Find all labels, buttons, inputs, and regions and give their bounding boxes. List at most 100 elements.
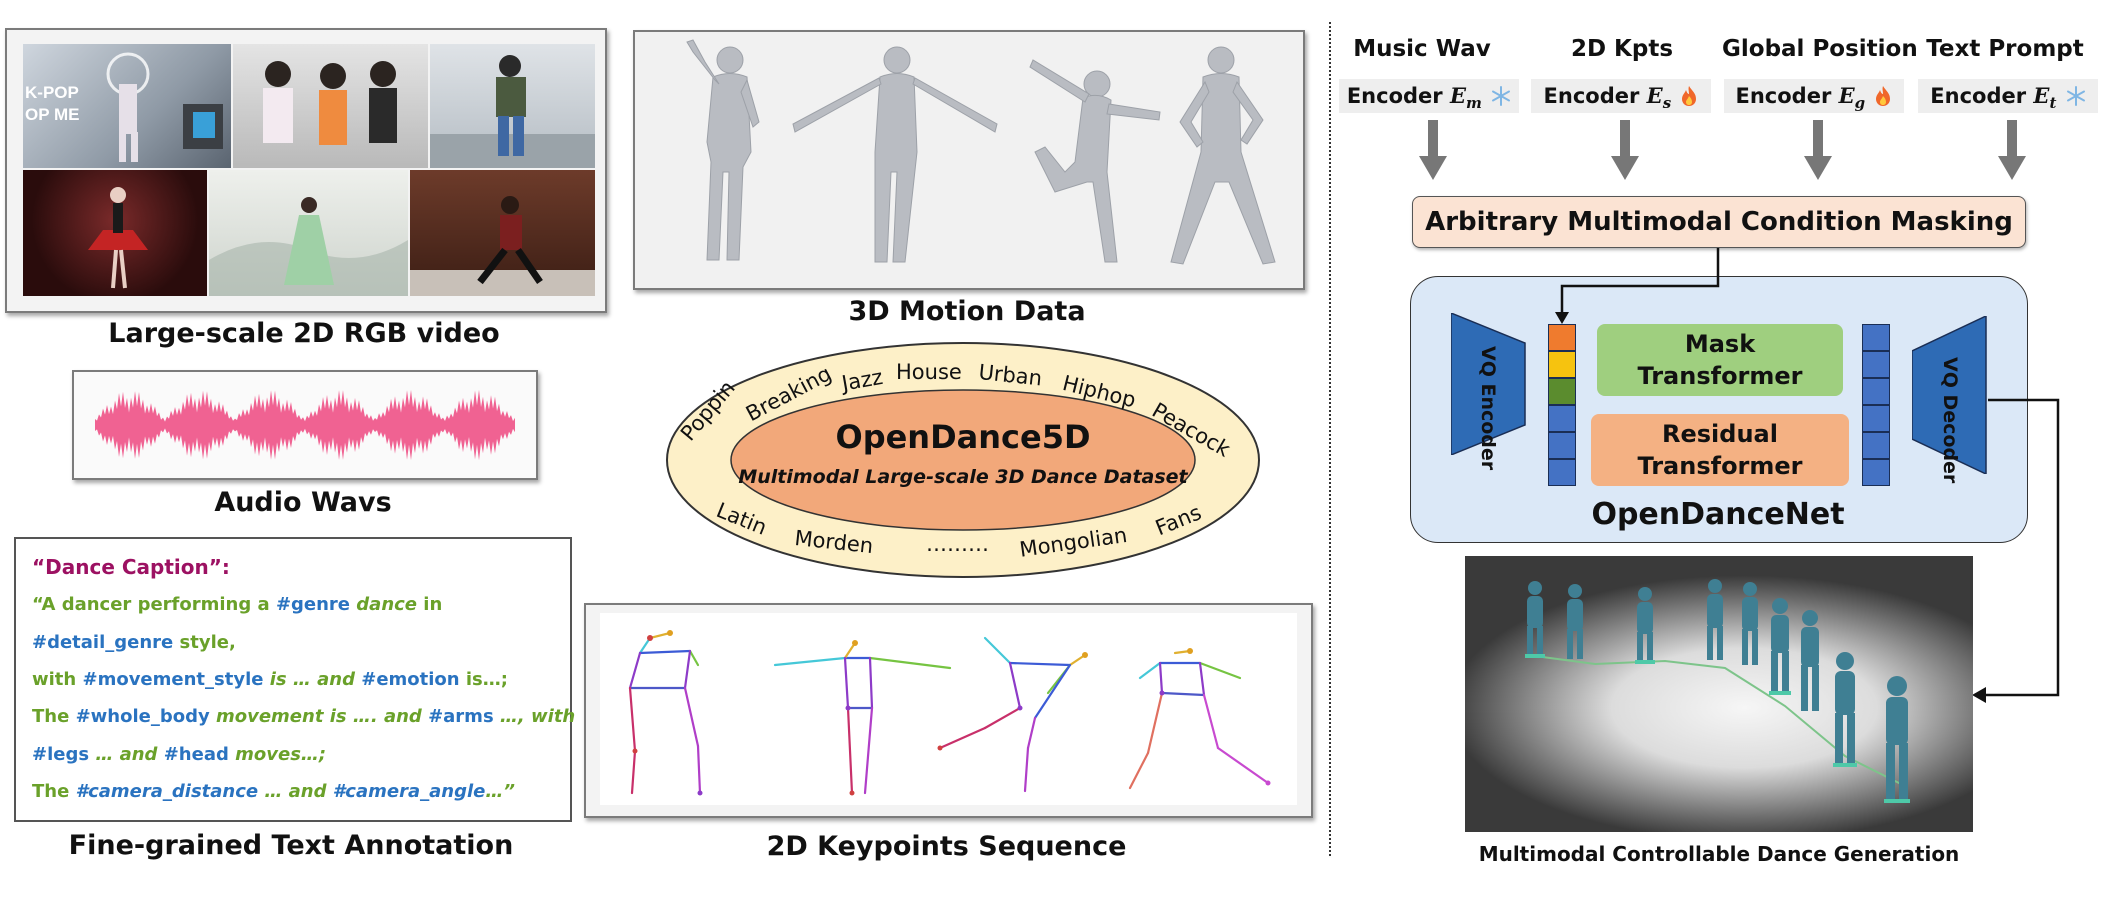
video-tile-kpop: K-POP OP ME: [23, 44, 231, 168]
video-caption: Large-scale 2D RGB video: [108, 318, 500, 349]
snowflake-icon: [1492, 86, 1511, 106]
keypoints-canvas: [600, 613, 1297, 805]
video-overlay-text: K-POP OP ME: [25, 83, 80, 124]
annotation-title: “Dance Caption”:: [32, 555, 230, 579]
annotation-line-1: “A dancer performing a #genre dance in: [32, 594, 442, 615]
video-collage: K-POP OP ME: [5, 28, 607, 313]
arrow-head-icon: [1972, 687, 1986, 703]
annotation-text: moves…;: [228, 744, 327, 765]
token-blue: [1862, 459, 1890, 486]
encoder-text: Encoder Et: [1918, 79, 2098, 113]
audio-waveform: [95, 389, 515, 461]
vq-encoder-shape: [1451, 313, 1526, 455]
annotation-tag: #head: [163, 744, 229, 765]
token-blue: [1862, 432, 1890, 459]
annotation-line-4: The #whole_body movement is …. and #arms…: [32, 706, 575, 727]
input-label-music: Music Wav: [1353, 36, 1491, 62]
annotation-text: … and: [258, 781, 333, 802]
annotation-tag: #detail_genre: [32, 632, 174, 653]
annotation-text: “A dancer performing a: [32, 594, 276, 615]
input-label-kpts: 2D Kpts: [1570, 36, 1674, 62]
annotation-line-5: #legs … and #head moves…;: [32, 744, 326, 765]
down-arrow-icon: [1611, 120, 1639, 180]
annotation-text: dance: [350, 594, 418, 615]
text-caption: Fine-grained Text Annotation: [68, 830, 514, 861]
encoder-music: Encoder Em: [1339, 79, 1519, 113]
section-divider: [1329, 22, 1331, 856]
condition-masking-box: Arbitrary Multimodal Condition Masking: [1412, 196, 2026, 248]
flow-connectors: [1555, 248, 2060, 703]
snowflake-icon: [2066, 86, 2085, 106]
down-arrow-icon: [1998, 120, 2026, 180]
encoder-label: Encoder: [1543, 84, 1640, 108]
hiphop-dancer-icon: [410, 196, 595, 296]
token-yellow: [1548, 351, 1576, 378]
annotation-text: movement is …. and: [209, 706, 429, 727]
annotation-text: …, with: [493, 706, 576, 727]
annotation-tag: #arms: [428, 706, 494, 727]
annotation-tag: #emotion: [361, 669, 460, 690]
annotation-text: … and: [89, 744, 164, 765]
annotation-tag: #legs: [32, 744, 90, 765]
annotation-text: The: [32, 781, 76, 802]
ellipse-inner: [730, 389, 1196, 531]
net-name: OpenDanceNet: [1591, 497, 1845, 532]
encoder-label: Encoder: [1930, 84, 2027, 108]
token-blue: [1862, 351, 1890, 378]
keypoints-box: [584, 603, 1313, 818]
encoder-label: Encoder: [1735, 84, 1832, 108]
encoder-subscript: s: [1662, 94, 1672, 113]
annotation-line-6: The #camera_distance … and #camera_angle…: [32, 781, 515, 802]
video-tile-hiphop: [410, 170, 595, 296]
annotation-tag: #camera_angle: [332, 781, 486, 802]
dataset-subtitle: Multimodal Large-scale 3D Dance Dataset: [738, 466, 1188, 488]
encoder-subscript: g: [1854, 94, 1866, 113]
annotation-text: …”: [485, 781, 515, 802]
token-blue: [1548, 459, 1576, 486]
vq-decoder-shape: [1912, 316, 1987, 474]
annotation-line-2: #detail_genre style,: [32, 632, 236, 653]
video-tile-classical: [209, 170, 408, 296]
annotation-text: in: [417, 594, 443, 615]
encoder-kpts: Encoder Es: [1531, 79, 1711, 113]
fire-icon: [1876, 86, 1891, 106]
keypoints-caption: 2D Keypoints Sequence: [766, 831, 1127, 862]
token-blue: [1862, 324, 1890, 351]
encoder-symbol: E: [2033, 83, 2050, 108]
classical-dancer-icon: [209, 197, 408, 296]
down-arrow-icon: [1804, 120, 1832, 180]
annotation-text: with: [32, 669, 83, 690]
token-orange: [1548, 324, 1576, 351]
encoder-label: Encoder: [1346, 84, 1443, 108]
token-blue: [1548, 405, 1576, 432]
video-tile-street: [430, 44, 595, 168]
generation-render: [1465, 556, 1973, 832]
arrow-head-icon: [1555, 312, 1569, 324]
audio-wave-box: [72, 370, 538, 480]
ballet-dancer-icon: [88, 187, 148, 289]
fire-icon: [1682, 86, 1697, 106]
annotation-text: is…;: [459, 669, 508, 690]
encoder-subscript: m: [1465, 94, 1482, 113]
motion-caption: 3D Motion Data: [848, 296, 1086, 327]
encoder-symbol: E: [1449, 83, 1466, 108]
dancer-sequence: [1525, 579, 1910, 803]
annotation-tag: #movement_style: [82, 669, 264, 690]
audio-caption: Audio Wavs: [214, 487, 392, 518]
text-annotation-box: “Dance Caption”: “A dancer performing a …: [14, 537, 575, 822]
annotation-tag: #whole_body: [75, 706, 210, 727]
encoder-subscript: t: [2049, 94, 2057, 113]
token-blue: [1548, 432, 1576, 459]
annotation-text: style,: [173, 632, 236, 653]
encoder-arrows: [1419, 120, 2026, 180]
video-tile-ballet: [23, 170, 207, 296]
token-green: [1548, 378, 1576, 405]
encoder-global: Encoder Eg: [1724, 79, 1904, 113]
dataset-title: OpenDance5D: [835, 418, 1091, 456]
dancer-silhouette-icon: [106, 52, 223, 162]
residual-transformer-box: Residual Transformer: [1591, 414, 1849, 486]
dancers-silhouette-icon: [263, 61, 397, 145]
encoder-symbol: E: [1646, 83, 1663, 108]
annotation-tag: #camera_distance: [75, 781, 259, 802]
token-blue: [1862, 405, 1890, 432]
